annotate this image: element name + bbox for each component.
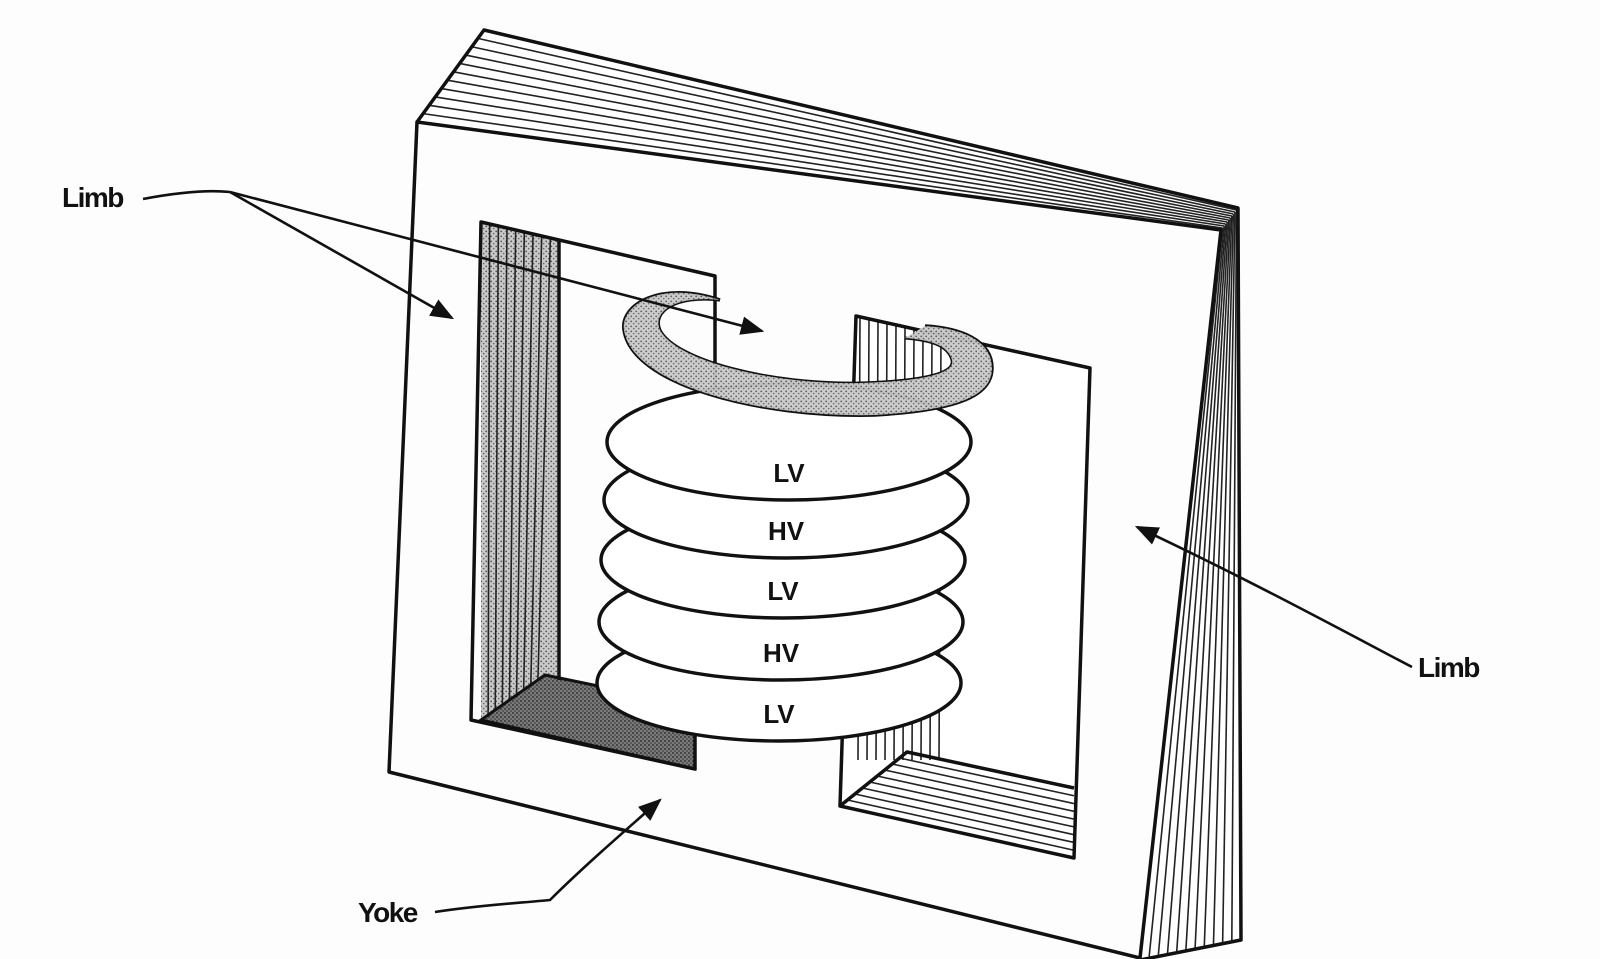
core-laminations — [415, 28, 1243, 959]
winding-label-1: LV — [773, 458, 805, 488]
yoke-label: Yoke — [358, 897, 418, 928]
winding-label-4: HV — [763, 638, 800, 668]
winding-stack — [595, 290, 994, 743]
leader-lines — [142, 189, 1413, 914]
core-front-face — [387, 120, 1223, 959]
winding-label-5: LV — [763, 699, 795, 729]
winding-label-2: HV — [768, 516, 805, 546]
winding-label-3: LV — [767, 576, 799, 606]
winding-labels: LV HV LV HV LV — [763, 458, 805, 729]
limb-label-left: Limb — [62, 182, 123, 213]
limb-label-right: Limb — [1418, 652, 1479, 683]
